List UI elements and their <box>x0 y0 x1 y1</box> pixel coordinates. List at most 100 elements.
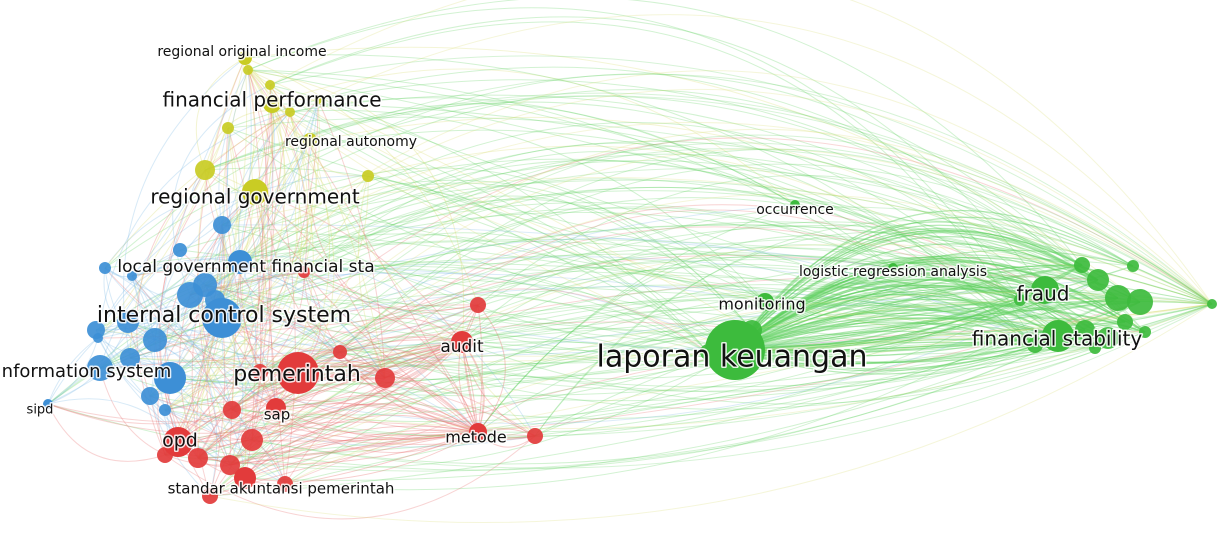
outer-arc-link <box>269 55 1213 305</box>
cross-cluster-link <box>303 195 753 331</box>
green-cluster-link <box>734 285 1126 351</box>
local-cluster-link <box>269 84 479 433</box>
node-sap[interactable] <box>266 398 286 418</box>
node-sipd[interactable] <box>43 399 53 409</box>
local-cluster-link <box>271 103 536 437</box>
node-standar-akuntansi-pemerintah[interactable] <box>234 467 256 489</box>
local-cluster-link <box>214 99 319 301</box>
red-cluster-link <box>229 341 463 466</box>
node-label-regional-government: regional government <box>150 185 360 209</box>
outer-arc-link <box>259 128 1213 373</box>
local-cluster-link <box>289 111 369 177</box>
cross-cluster-link <box>477 344 1036 433</box>
outer-arc-link <box>244 303 1213 479</box>
outer-arc-link <box>209 303 1213 523</box>
blue-minor-node <box>143 328 167 352</box>
red-minor-node <box>220 455 240 475</box>
node-opd[interactable] <box>163 427 193 457</box>
blue-minor-node <box>173 243 187 257</box>
cross-cluster-link <box>227 127 1046 319</box>
local-cluster-link <box>99 249 181 369</box>
local-cluster-link <box>219 111 291 319</box>
node-fraud[interactable] <box>1031 276 1059 304</box>
node-regional-government[interactable] <box>242 179 268 205</box>
outer-arc-link <box>221 177 1213 305</box>
node-occurrence[interactable] <box>790 200 800 210</box>
node-metode[interactable] <box>469 423 487 441</box>
local-cluster-link <box>172 84 271 296</box>
local-cluster-link <box>209 84 335 497</box>
green-cluster-link <box>734 268 1096 351</box>
green-cluster-link <box>734 274 1146 351</box>
local-cluster-link <box>244 84 274 479</box>
red-minor-node <box>223 401 241 419</box>
node-logistic-regression-analysis[interactable] <box>888 263 898 273</box>
cross-cluster-link <box>297 304 1146 374</box>
node-internal-control-system[interactable] <box>202 298 242 338</box>
cross-cluster-link <box>461 221 1099 343</box>
outer-arc-link <box>197 193 1213 459</box>
local-cluster-link <box>129 357 246 479</box>
local-cluster-link <box>47 337 99 405</box>
node-financial-stability[interactable] <box>1042 320 1074 352</box>
local-cluster-link <box>357 175 386 379</box>
cross-cluster-link <box>239 260 1126 323</box>
green-cluster-link <box>734 291 1059 351</box>
yellow-minor-node <box>362 170 374 182</box>
cross-cluster-link <box>271 103 736 351</box>
node-audit[interactable] <box>451 331 473 353</box>
cross-cluster-link <box>269 16 1046 291</box>
blue-minor-node <box>213 216 231 234</box>
node-monitoring[interactable] <box>756 293 774 311</box>
local-cluster-link <box>201 284 277 409</box>
cross-cluster-link <box>289 109 766 303</box>
blue-minor-node <box>87 355 113 381</box>
local-cluster-link <box>303 175 369 273</box>
node-label-audit: audit <box>440 337 484 357</box>
minor-node-layer <box>87 65 1217 504</box>
node-label-sap: sap <box>264 406 291 424</box>
node-label-internal-control-system: internal control system <box>97 303 351 328</box>
node-laporan-keuangan[interactable] <box>705 320 765 380</box>
cross-cluster-link <box>204 169 1036 365</box>
green-cluster-link <box>734 261 1119 351</box>
node-financial-performance[interactable] <box>263 95 281 113</box>
cross-cluster-link <box>477 304 1059 433</box>
local-cluster-link <box>104 267 233 411</box>
node-label-metode: metode <box>445 428 507 447</box>
local-cluster-link <box>164 69 302 456</box>
local-cluster-link <box>197 139 311 459</box>
yellow-minor-node <box>285 107 295 117</box>
local-cluster-link <box>307 139 463 343</box>
node-local-government-financial-sta[interactable] <box>228 250 252 274</box>
cross-cluster-link <box>197 226 1109 459</box>
red-cluster-link <box>461 341 536 437</box>
cross-cluster-link <box>275 296 1059 409</box>
node-label-monitoring: monitoring <box>718 295 805 314</box>
cross-cluster-link <box>127 297 1119 419</box>
red-cluster-link <box>244 431 479 479</box>
green-cluster-link <box>734 286 1119 351</box>
cross-cluster-link <box>461 258 766 343</box>
cross-cluster-link <box>247 0 1126 323</box>
node-information-system[interactable] <box>154 362 186 394</box>
local-cluster-link <box>131 275 233 411</box>
node-pemerintah[interactable] <box>277 352 319 394</box>
outer-arc-link <box>275 303 1213 430</box>
cross-cluster-link <box>104 95 1119 299</box>
cross-cluster-link <box>197 266 1096 459</box>
cross-cluster-link <box>149 341 709 397</box>
local-cluster-link <box>259 175 369 373</box>
cross-cluster-link <box>204 284 1096 410</box>
cross-cluster-link <box>47 329 1086 471</box>
node-regional-original-income[interactable] <box>238 51 252 65</box>
cross-cluster-link <box>477 244 1021 433</box>
local-cluster-link <box>259 271 305 373</box>
cross-cluster-link <box>284 257 1134 485</box>
red-minor-node <box>252 364 268 380</box>
cross-cluster-link <box>221 167 753 331</box>
node-regional-autonomy[interactable] <box>303 133 317 147</box>
cross-cluster-link <box>204 116 1146 333</box>
cross-cluster-link <box>461 337 1109 367</box>
cross-cluster-link <box>179 179 1213 305</box>
